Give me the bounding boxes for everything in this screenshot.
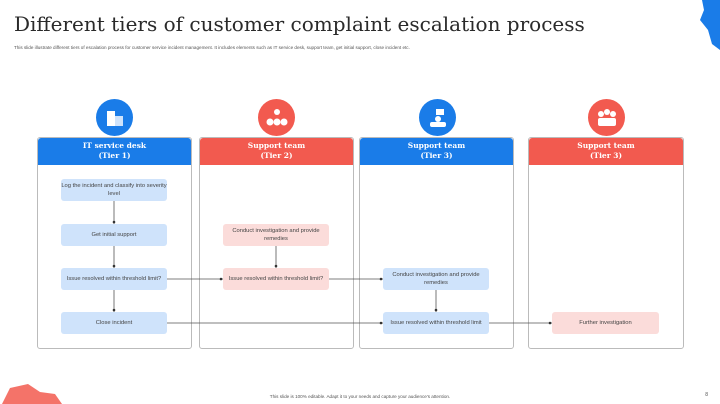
page-number: 8	[705, 392, 708, 398]
column-header: Support team(Tier 3)	[529, 138, 683, 165]
page-subtitle: This slide illustrate different tiers of…	[14, 45, 410, 50]
office-building-icon	[96, 99, 133, 136]
step-log-incident: Log the incident and classify into sever…	[61, 179, 167, 201]
step-investigation-tier2: Conduct investigation and provide remedi…	[223, 224, 329, 246]
step-close-incident: Close incident	[61, 312, 167, 334]
step-issue-resolved-tier2: Issue resolved within threshold limit?	[223, 268, 329, 290]
step-issue-resolved-tier3: Issue resolved within threshold limit	[383, 312, 489, 334]
column-tier: (Tier 3)	[420, 151, 453, 160]
step-get-initial-support: Get initial support	[61, 224, 167, 246]
page-title: Different tiers of customer complaint es…	[14, 12, 585, 36]
column-tier: (Tier 2)	[260, 151, 293, 160]
column-name: Support team	[577, 141, 635, 150]
column-header: IT service desk(Tier 1)	[38, 138, 191, 165]
column-header: Support team(Tier 3)	[360, 138, 513, 165]
column-name: Support team	[247, 141, 306, 150]
column-tier: (Tier 1)	[98, 151, 131, 160]
team-hierarchy-icon	[258, 99, 295, 136]
column-header: Support team(Tier 2)	[200, 138, 353, 165]
column-name: Support team	[407, 141, 466, 150]
team-chat-icon	[419, 99, 456, 136]
footer-note: This slide is 100% editable. Adapt it to…	[269, 394, 451, 399]
step-issue-resolved-tier1: Issue resolved within threshold limit?	[61, 268, 167, 290]
blue-brush-decoration	[700, 0, 720, 50]
red-brush-decoration	[2, 384, 62, 404]
column-name: IT service desk	[82, 141, 147, 150]
step-further-investigation: Further investigation	[552, 312, 659, 334]
column-tier: (Tier 3)	[589, 151, 623, 160]
group-people-icon	[588, 99, 625, 136]
step-investigation-tier3: Conduct investigation and provide remedi…	[383, 268, 489, 290]
